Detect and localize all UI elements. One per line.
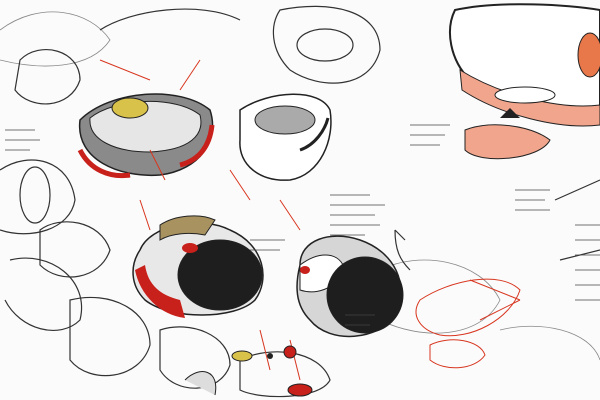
grille-device-sketch — [239, 93, 332, 181]
background-sketches — [0, 5, 600, 398]
red-gray-device-sketch — [77, 93, 215, 179]
front-device-sketch — [132, 215, 264, 318]
rear-device-sketch — [296, 235, 404, 338]
small-parts-sketches — [184, 345, 313, 397]
top-right-product-sketch — [449, 3, 600, 160]
red-line-sketches — [99, 59, 521, 381]
handwritten-notes — [5, 124, 600, 326]
